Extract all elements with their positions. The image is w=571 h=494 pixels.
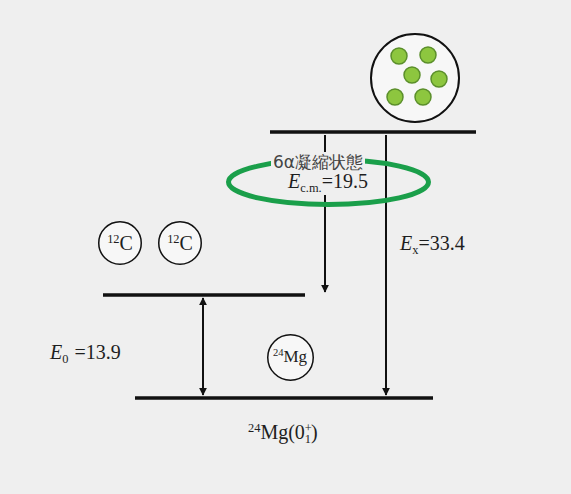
label-text: ): [311, 421, 318, 443]
node-label: 12: [167, 232, 179, 246]
alpha-particles: [387, 47, 447, 105]
node-label: C: [180, 232, 193, 254]
label-text: 0: [62, 352, 68, 366]
node-label: 24: [273, 347, 284, 358]
level-line: [135, 396, 433, 400]
level-line: [103, 293, 305, 297]
nucleus-circle: 24Mg: [267, 334, 314, 381]
level-label: 24Mg(0+1): [248, 420, 318, 447]
energy-arrow: [385, 135, 387, 395]
node-text: 24Mg: [273, 347, 307, 367]
label-text: 1: [305, 432, 311, 446]
node-label: 12: [107, 232, 119, 246]
cluster-circle: [371, 34, 459, 122]
nucleus-circle: 12C: [158, 221, 202, 265]
node-text: 12C: [107, 231, 133, 255]
label-text: E: [50, 341, 62, 363]
label-text: 24: [248, 421, 260, 435]
nucleus-circle: 12C: [98, 221, 142, 265]
label-text: =33.4: [418, 232, 464, 254]
node-label: c.m.: [300, 180, 321, 194]
energy-arrow: [202, 298, 204, 395]
node-text: 12C: [167, 231, 193, 255]
label-text: =13.9: [74, 341, 120, 363]
label-text: x: [412, 243, 418, 257]
node-label: Mg: [283, 347, 307, 366]
label-text: E: [400, 232, 412, 254]
level-line: [270, 130, 476, 134]
label-text: Mg(0: [260, 421, 304, 443]
level-label: 6α凝縮状態: [271, 152, 365, 173]
level-label: Ex=33.4: [400, 231, 465, 258]
level-label: E0 =13.9: [50, 340, 121, 367]
label-text: 6α凝縮状態: [273, 152, 363, 172]
node-label: C: [120, 232, 133, 254]
